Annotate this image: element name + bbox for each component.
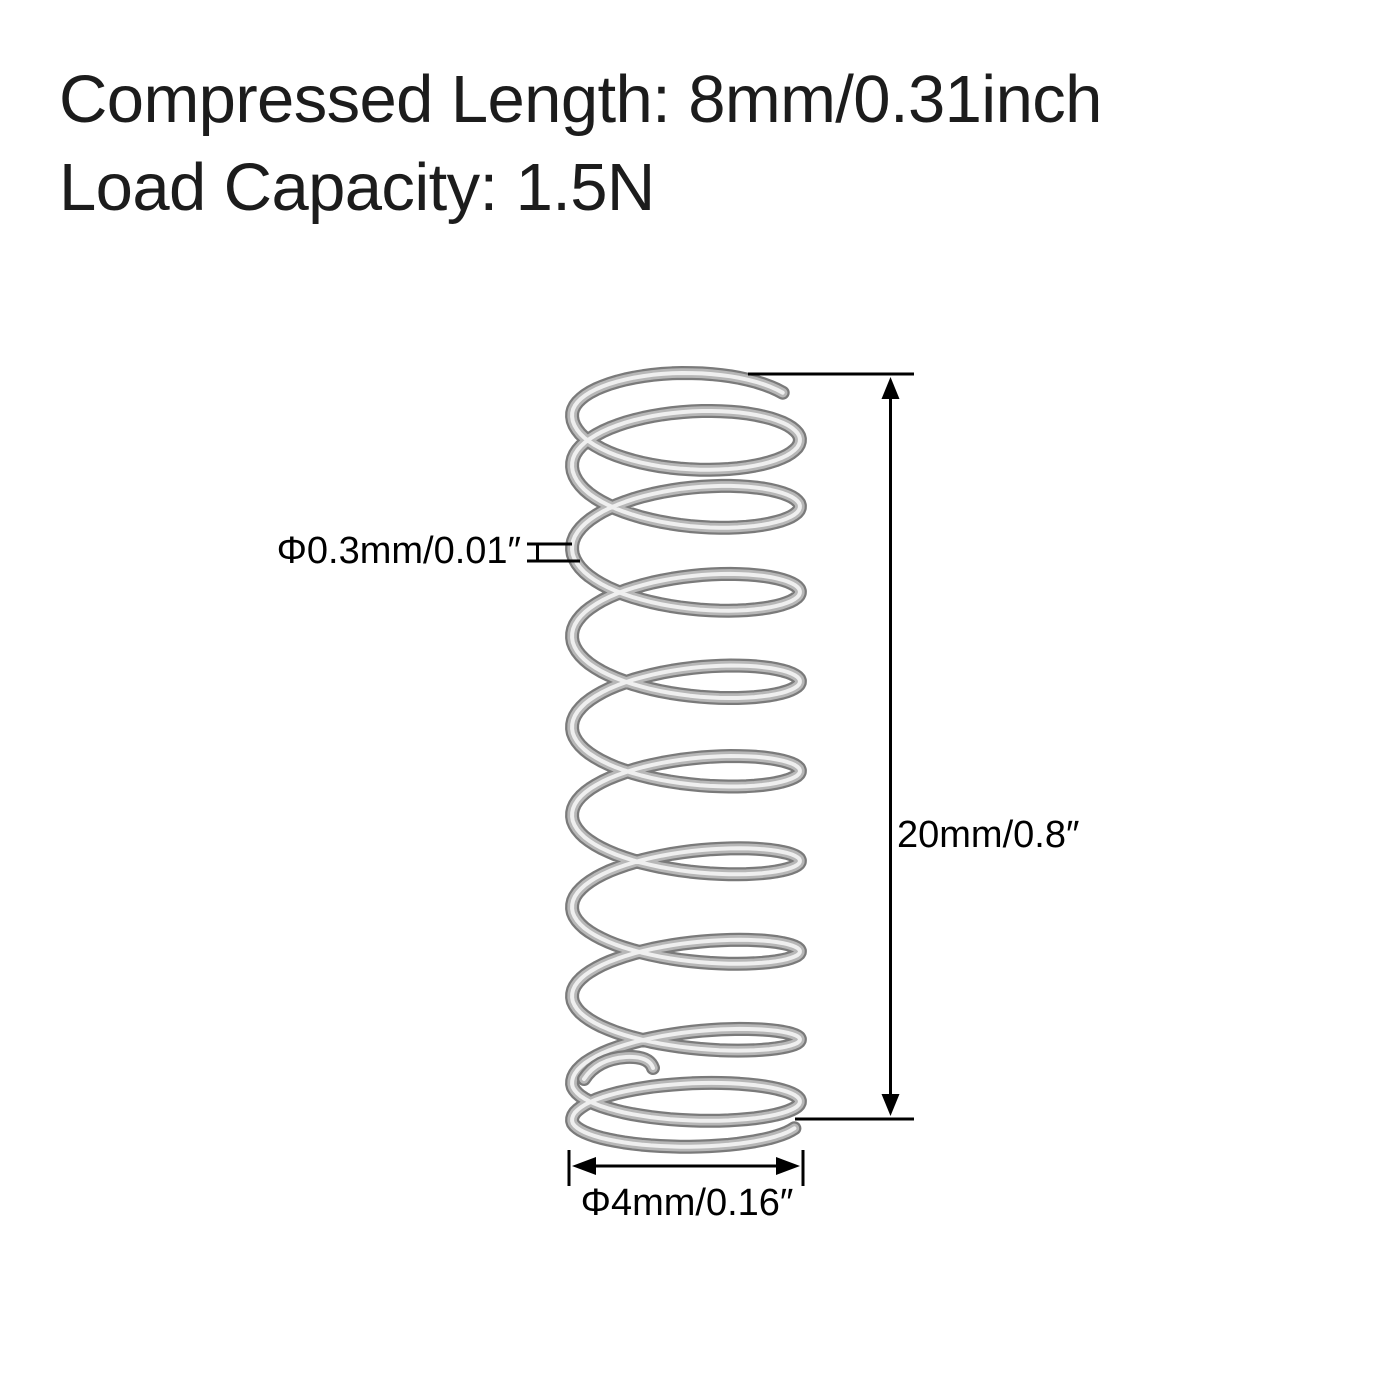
arrowhead-down-icon [881, 1094, 900, 1116]
spring-coil-highlight [570, 371, 802, 1149]
wire-diameter-dimension: Φ0.3mm/0.01″ [277, 530, 580, 572]
length-dimension: 20mm/0.8″ [748, 372, 1079, 1121]
arrowhead-up-icon [881, 377, 900, 399]
arrowhead-left-icon [572, 1157, 596, 1175]
outer-diameter-label: Φ4mm/0.16″ [581, 1182, 794, 1224]
spring-photo [565, 366, 807, 1154]
spec-load-capacity: Load Capacity: 1.5N [59, 150, 655, 225]
length-label: 20mm/0.8″ [897, 814, 1079, 856]
spring-wire-end-hook [577, 1049, 660, 1086]
spec-compressed-length: Compressed Length: 8mm/0.31inch [59, 62, 1102, 137]
outer-diameter-dimension: Φ4mm/0.16″ [567, 1150, 805, 1224]
wire-diameter-label: Φ0.3mm/0.01″ [277, 530, 521, 572]
arrowhead-right-icon [776, 1157, 800, 1175]
